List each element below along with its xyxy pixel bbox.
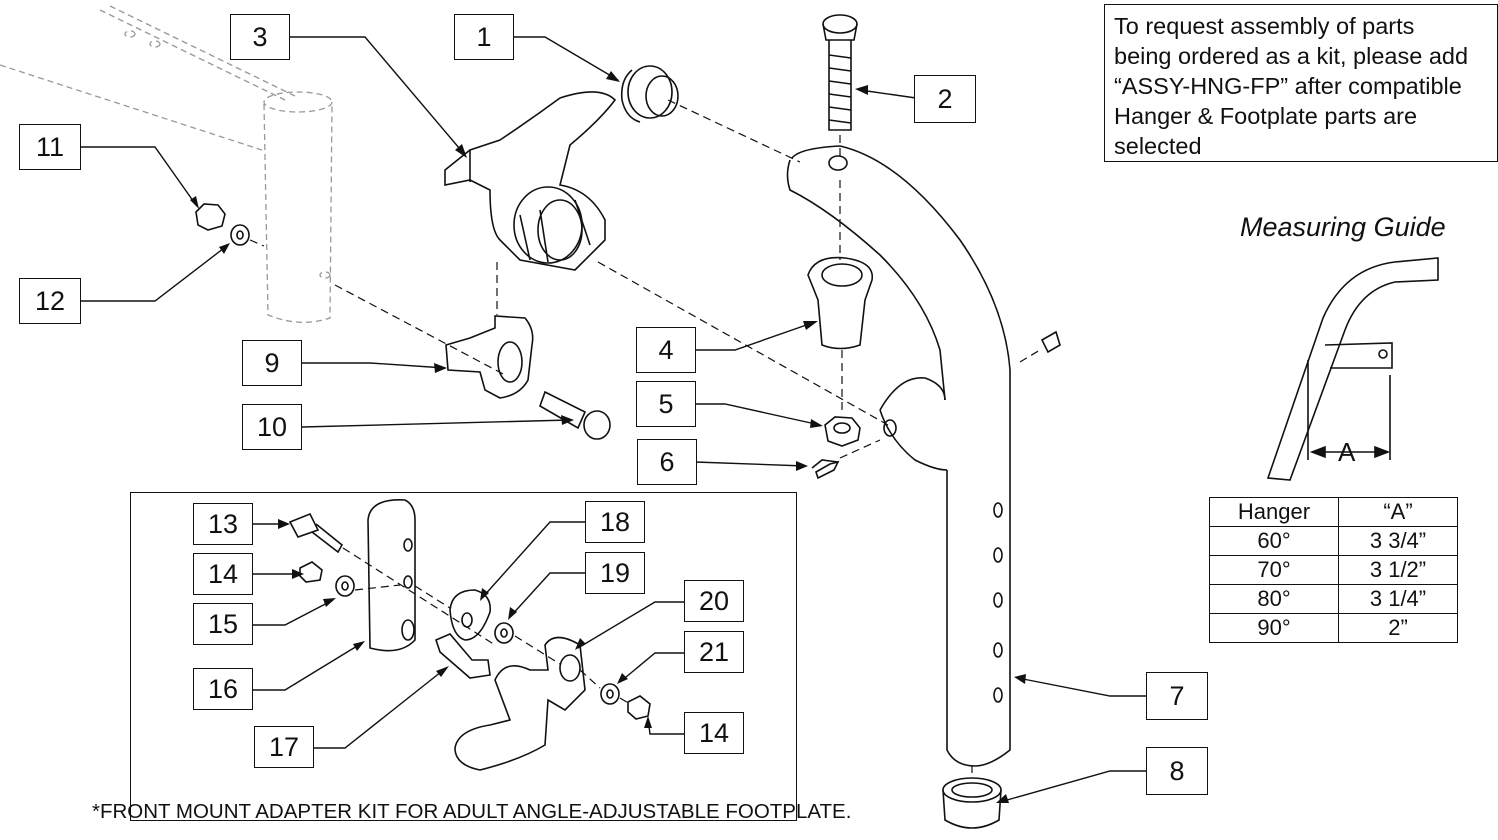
table-header-row: Hanger “A” [1209, 497, 1458, 527]
assembly-axes [249, 99, 1041, 778]
small-screw [811, 459, 840, 480]
callout-1: 1 [454, 14, 514, 60]
hex-nut [824, 416, 861, 447]
table-cell: 3 1/4” [1338, 584, 1458, 614]
callout-15: 15 [193, 603, 253, 645]
long-screw [822, 14, 858, 131]
table-cell: 70° [1209, 555, 1339, 585]
note-line: “ASSY-HNG-FP” after compatible [1114, 73, 1462, 99]
column-header-hanger: Hanger [1209, 497, 1339, 527]
callout-10: 10 [242, 404, 302, 450]
leader-arrowheads [190, 71, 1026, 803]
callout-18: 18 [585, 501, 645, 543]
table-cell: 3 3/4” [1338, 526, 1458, 556]
kit-box [130, 492, 797, 821]
measuring-guide-drawing [1266, 257, 1439, 481]
table-row: 60° 3 3/4” [1209, 526, 1458, 556]
hanger-tube [786, 145, 1011, 767]
callout-14-kit: 14 [684, 712, 744, 754]
side-screw [1040, 330, 1061, 354]
callout-17: 17 [254, 726, 314, 768]
note-line: To request assembly of parts [1114, 13, 1415, 39]
note-line: Hanger & Footplate parts are [1114, 103, 1418, 129]
callout-21: 21 [684, 631, 744, 673]
callout-6: 6 [637, 439, 697, 485]
callout-20: 20 [684, 580, 744, 622]
measuring-table: Hanger “A” 60° 3 3/4” 70° 3 1/2” 80° 3 1… [1209, 497, 1458, 643]
table-cell: 90° [1209, 613, 1339, 643]
callout-19: 19 [585, 552, 645, 594]
table-row: 80° 3 1/4” [1209, 584, 1458, 614]
note-line: being ordered as a kit, please add [1114, 43, 1469, 69]
callout-4: 4 [636, 327, 696, 373]
callout-12: 12 [19, 278, 81, 324]
table-row: 70° 3 1/2” [1209, 555, 1458, 585]
clamp-screw [539, 390, 611, 440]
table-cell: 3 1/2” [1338, 555, 1458, 585]
dimension-a-label: A [1338, 437, 1356, 467]
clamp-body [444, 91, 617, 271]
table-cell: 60° [1209, 526, 1339, 556]
table-cell: 2” [1338, 613, 1458, 643]
bumper [620, 65, 679, 123]
table-cell: 80° [1209, 584, 1339, 614]
callout-3: 3 [230, 14, 290, 60]
kit-parts-drawing [288, 499, 651, 771]
callout-14: 14 [193, 553, 253, 595]
note-line: selected [1114, 133, 1202, 159]
callout-9: 9 [242, 340, 302, 386]
callout-13: 13 [193, 503, 253, 545]
assembly-note: To request assembly of parts being order… [1104, 4, 1498, 162]
callout-5: 5 [636, 381, 696, 427]
column-header-a: “A” [1338, 497, 1458, 527]
end-cap [942, 777, 1002, 829]
callout-7: 7 [1146, 672, 1208, 720]
frame-tube-ghost [0, 5, 333, 323]
callout-8: 8 [1146, 747, 1208, 795]
insert [807, 256, 874, 350]
clamp-half [445, 315, 534, 399]
kit-footnote: *FRONT MOUNT ADAPTER KIT FOR ADULT ANGLE… [92, 800, 852, 823]
nut-washer-11-12 [195, 203, 250, 246]
callout-11: 11 [19, 124, 81, 170]
callout-2: 2 [914, 75, 976, 123]
callout-16: 16 [193, 668, 253, 710]
measuring-guide-title: Measuring Guide [1240, 212, 1446, 242]
leader-lines [80, 36, 1148, 803]
table-row: 90° 2” [1209, 613, 1458, 643]
